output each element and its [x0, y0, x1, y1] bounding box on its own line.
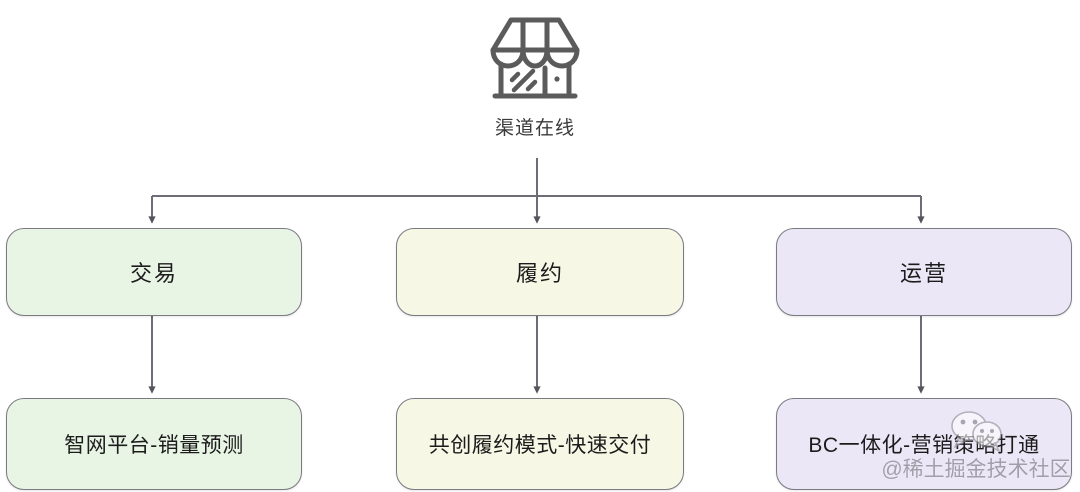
node-trade[interactable]: 交易	[6, 228, 302, 316]
storefront-icon	[490, 17, 580, 99]
node-operations[interactable]: 运营	[776, 228, 1072, 316]
node-cocreation-fulfillment-fast-delivery[interactable]: 共创履约模式-快速交付	[396, 398, 684, 490]
root-node: 渠道在线	[455, 14, 615, 141]
root-node-label: 渠道在线	[494, 118, 575, 139]
node-fulfillment[interactable]: 履约	[396, 228, 684, 316]
node-smart-platform-sales-forecast[interactable]: 智网平台-销量预测	[6, 398, 302, 490]
node-bc-integration-marketing-strategy[interactable]: BC一体化-营销策略打通	[776, 398, 1072, 490]
